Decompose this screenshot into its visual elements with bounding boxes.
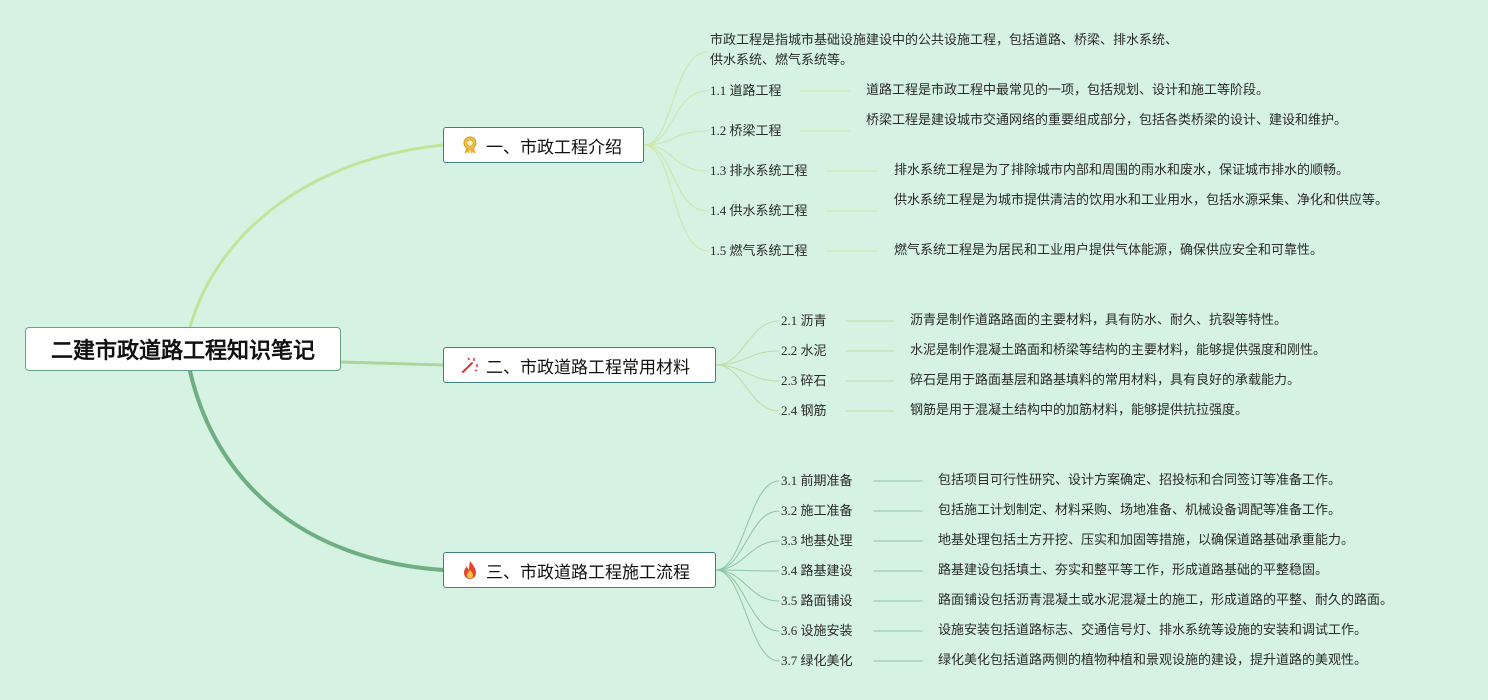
- branch-label: 一、市政工程介绍: [486, 137, 622, 158]
- sub-topic-description: 桥梁工程是建设城市交通网络的重要组成部分，包括各类桥梁的设计、建设和维护。: [866, 113, 1348, 128]
- sub-topic[interactable]: 2.4 钢筋: [781, 403, 827, 418]
- medal-icon: [460, 135, 480, 155]
- magic-wand-icon: [460, 355, 480, 375]
- sub-topic-description: 钢筋是用于混凝土结构中的加筋材料，能够提供抗拉强度。: [910, 403, 1249, 418]
- leaf-link: [715, 540, 780, 571]
- sub-topic-description: 沥青是制作道路路面的主要材料，具有防水、耐久、抗裂等特性。: [910, 313, 1288, 328]
- intro-description: 市政工程是指城市基础设施建设中的公共设施工程，包括道路、桥梁、排水系统、供水系统…: [710, 33, 1179, 68]
- sub-topic[interactable]: 3.3 地基处理: [781, 533, 853, 548]
- leaf-link: [643, 144, 709, 252]
- leaf-link: [715, 569, 780, 602]
- branch-topic-process[interactable]: 三、市政道路工程施工流程: [443, 552, 716, 588]
- sub-topic[interactable]: 3.1 前期准备: [781, 473, 853, 488]
- sub-topic-description: 设施安装包括道路标志、交通信号灯、排水系统等设施的安装和调试工作。: [938, 623, 1368, 638]
- sub-topic-description: 包括施工计划制定、材料采购、场地准备、机械设备调配等准备工作。: [938, 503, 1342, 518]
- branch-label: 三、市政道路工程施工流程: [486, 562, 690, 583]
- leaf-link: [643, 130, 709, 146]
- leaf-link: [715, 364, 780, 412]
- sub-topic-description: 排水系统工程是为了排除城市内部和周围的雨水和废水，保证城市排水的顺畅。: [894, 163, 1350, 178]
- root-link-intro: [188, 143, 445, 329]
- sub-topic[interactable]: 3.7 绿化美化: [781, 653, 853, 668]
- sub-topic-description: 碎石是用于路面基层和路基填料的常用材料，具有良好的承载能力。: [910, 373, 1301, 388]
- leaf-link: [643, 144, 709, 212]
- leaf-link: [643, 144, 709, 172]
- leaf-link: [715, 320, 780, 366]
- sub-topic[interactable]: 2.2 水泥: [781, 343, 827, 358]
- branch-topic-intro[interactable]: 一、市政工程介绍: [443, 127, 644, 163]
- sub-topic-description: 水泥是制作混凝土路面和桥梁等结构的主要材料，能够提供强度和刚性。: [910, 343, 1327, 358]
- leaf-link: [715, 510, 780, 571]
- branch-label: 二、市政道路工程常用材料: [486, 357, 690, 378]
- sub-topic-description: 地基处理包括土方开挖、压实和加固等措施，以确保道路基础承重能力。: [938, 533, 1355, 548]
- sub-topic[interactable]: 1.2 桥梁工程: [710, 123, 782, 138]
- sub-topic-description: 燃气系统工程是为居民和工业用户提供气体能源，确保供应安全和可靠性。: [894, 243, 1324, 258]
- sub-topic-description: 道路工程是市政工程中最常见的一项，包括规划、设计和施工等阶段。: [866, 83, 1270, 98]
- sub-topic[interactable]: 3.2 施工准备: [781, 503, 853, 518]
- root-topic[interactable]: 二建市政道路工程知识笔记: [25, 327, 341, 371]
- sub-topic[interactable]: 3.6 设施安装: [781, 623, 853, 638]
- leaf-link: [643, 51, 709, 146]
- leaf-link: [715, 569, 780, 662]
- sub-topic[interactable]: 1.3 排水系统工程: [710, 163, 808, 178]
- leaf-link: [643, 90, 709, 146]
- root-link-process: [188, 369, 445, 572]
- leaf-link: [715, 569, 780, 632]
- leaf-link: [715, 569, 780, 572]
- sub-topic[interactable]: 3.4 路基建设: [781, 563, 853, 578]
- branch-topic-materials[interactable]: 二、市政道路工程常用材料: [443, 347, 716, 383]
- sub-topic[interactable]: 1.5 燃气系统工程: [710, 243, 808, 258]
- sub-topic-description: 路面铺设包括沥青混凝土或水泥混凝土的施工，形成道路的平整、耐久的路面。: [938, 593, 1394, 608]
- sub-topic-description: 绿化美化包括道路两侧的植物种植和景观设施的建设，提升道路的美观性。: [938, 653, 1368, 668]
- sub-topic[interactable]: 1.4 供水系统工程: [710, 203, 808, 218]
- sub-topic[interactable]: 1.1 道路工程: [710, 83, 782, 98]
- leaf-link: [715, 350, 780, 366]
- sub-topic-description: 供水系统工程是为城市提供清洁的饮用水和工业用水，包括水源采集、净化和供应等。: [894, 193, 1389, 208]
- sub-topic[interactable]: 2.3 碎石: [781, 373, 827, 388]
- sub-topic[interactable]: 3.5 路面铺设: [781, 593, 853, 608]
- sub-topic[interactable]: 2.1 沥青: [781, 313, 827, 328]
- sub-topic-description: 路基建设包括填土、夯实和整平等工作，形成道路基础的平整稳固。: [938, 563, 1329, 578]
- leaf-link: [715, 480, 780, 571]
- leaf-link: [715, 364, 780, 382]
- root-link-materials: [339, 360, 445, 367]
- sub-topic-description: 包括项目可行性研究、设计方案确定、招投标和合同签订等准备工作。: [938, 473, 1342, 488]
- fire-icon: [460, 560, 480, 580]
